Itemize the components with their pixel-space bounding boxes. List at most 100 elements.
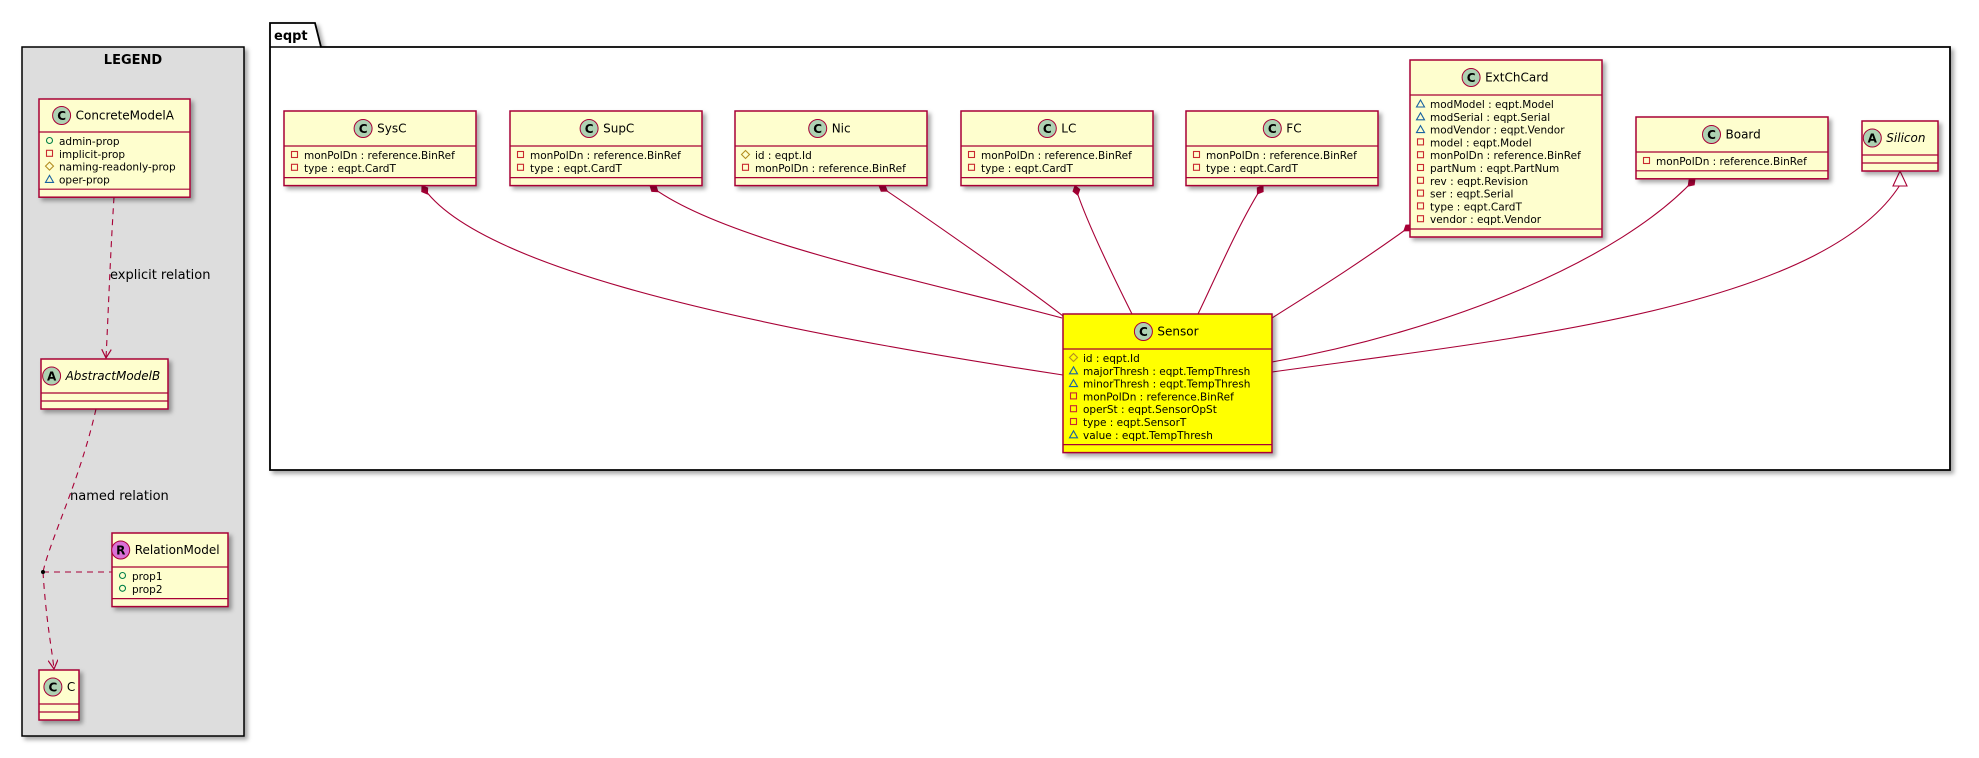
class-attribute: majorThresh : eqpt.TempThresh	[1083, 366, 1250, 378]
stereotype-letter: C	[1467, 71, 1476, 85]
class-box	[960, 110, 1154, 187]
class-stereotype-icon	[808, 119, 828, 138]
class-attribute: value : eqpt.TempThresh	[1083, 430, 1213, 442]
class-box	[509, 110, 703, 187]
composition-edge-board	[1271, 178, 1696, 363]
private-visibility-icon	[1416, 138, 1425, 146]
private-visibility-icon	[1416, 151, 1425, 159]
stereotype-letter: C	[813, 122, 822, 136]
class-name: RelationModel	[135, 543, 220, 557]
class-attribute: naming-readonly-prop	[59, 162, 176, 174]
class-attribute: monPolDn : reference.BinRef	[1083, 391, 1234, 403]
composition-edge-extchcard	[1271, 224, 1413, 319]
class-stereotype-icon	[1133, 322, 1153, 341]
private-visibility-icon	[1416, 202, 1425, 210]
public-visibility-icon	[45, 136, 54, 145]
class-attribute: id : eqpt.Id	[755, 150, 812, 162]
package-name: eqpt	[274, 29, 308, 44]
composition-edge-lc	[1074, 185, 1133, 315]
composition-diamond-icon	[1687, 178, 1696, 187]
package-visibility-icon	[1415, 111, 1426, 121]
private-visibility-icon	[1069, 405, 1078, 413]
class-attribute: type : eqpt.CardT	[304, 163, 396, 175]
class-box	[1185, 110, 1379, 187]
protected-visibility-icon	[44, 161, 55, 171]
composition-edge-nic	[878, 185, 1064, 317]
private-visibility-icon	[290, 163, 299, 171]
class-attribute: modModel : eqpt.Model	[1430, 99, 1554, 111]
label-explicit-relation: explicit relation	[110, 268, 210, 283]
private-visibility-icon	[45, 149, 54, 157]
private-visibility-icon	[1069, 417, 1078, 426]
private-visibility-icon	[967, 150, 976, 159]
class-name: LC	[1061, 122, 1076, 136]
class-attribute: minorThresh : eqpt.TempThresh	[1083, 379, 1250, 391]
class-box	[1635, 116, 1829, 180]
class-attribute: vendor : eqpt.Vendor	[1430, 214, 1542, 226]
private-visibility-icon	[1642, 156, 1651, 165]
class-box	[111, 532, 229, 608]
class-stereotype-icon	[1262, 119, 1282, 138]
public-visibility-icon	[118, 584, 127, 592]
stereotype-letter: C	[1043, 122, 1052, 136]
class-stereotype-icon	[1461, 68, 1481, 87]
class-attribute: monPolDn : reference.BinRef	[1430, 150, 1581, 162]
class-name: C	[67, 680, 75, 694]
class-attribute: model : eqpt.Model	[1430, 137, 1532, 149]
legend-title: LEGEND	[104, 53, 163, 68]
composition-edge-supc	[649, 185, 1063, 319]
class-stereotype-icon	[353, 119, 373, 138]
class-attribute: operSt : eqpt.SensorOpSt	[1083, 404, 1217, 416]
class-attribute: prop1	[132, 571, 163, 583]
class-name: ConcreteModelA	[76, 109, 175, 123]
class-stereotype-icon	[579, 119, 599, 138]
stereotype-letter: C	[57, 109, 66, 123]
class-box	[734, 110, 928, 187]
class-attribute: oper-prop	[59, 174, 110, 186]
association-point-icon	[41, 570, 45, 574]
class-name: ExtChCard	[1485, 71, 1548, 85]
composition-diamond-icon	[1072, 184, 1081, 197]
class-name: SupC	[603, 122, 634, 136]
package-visibility-icon	[1415, 98, 1426, 108]
composition-edge-sysc	[421, 185, 1064, 376]
abstract-stereotype-icon	[1862, 128, 1882, 148]
class-attribute: partNum : eqpt.PartNum	[1430, 163, 1559, 175]
class-attribute: monPolDn : reference.BinRef	[755, 163, 906, 175]
abstract-stereotype-icon	[42, 366, 62, 386]
class-attribute: type : eqpt.SensorT	[1083, 417, 1187, 429]
class-class-c[interactable]: CC	[38, 669, 80, 721]
class-box	[1409, 59, 1603, 238]
class-stereotype-icon	[1702, 125, 1721, 144]
class-attribute: monPolDn : reference.BinRef	[530, 150, 681, 162]
relations-layer	[41, 169, 1908, 669]
class-name: SysC	[377, 122, 406, 136]
package-visibility-icon	[1068, 378, 1079, 388]
class-attribute: type : eqpt.CardT	[1206, 163, 1298, 175]
composition-edge-fc	[1197, 185, 1264, 315]
class-concrete-model-a[interactable]: ConcreteModelACadmin-propimplicit-propna…	[38, 98, 191, 198]
private-visibility-icon	[1416, 215, 1425, 223]
class-attribute: monPolDn : reference.BinRef	[981, 150, 1132, 162]
class-attribute: prop2	[132, 584, 163, 596]
legend-explicit-edge	[106, 197, 115, 358]
class-name: Silicon	[1886, 131, 1925, 145]
legend-named-edge-tail	[42, 571, 54, 669]
class-attribute: modVendor : eqpt.Vendor	[1430, 125, 1565, 137]
class-attribute: type : eqpt.CardT	[981, 163, 1073, 175]
class-box	[283, 110, 477, 187]
stereotype-letter: C	[1139, 325, 1148, 339]
stereotype-letter: C	[1268, 122, 1277, 136]
package-visibility-icon	[44, 174, 55, 183]
